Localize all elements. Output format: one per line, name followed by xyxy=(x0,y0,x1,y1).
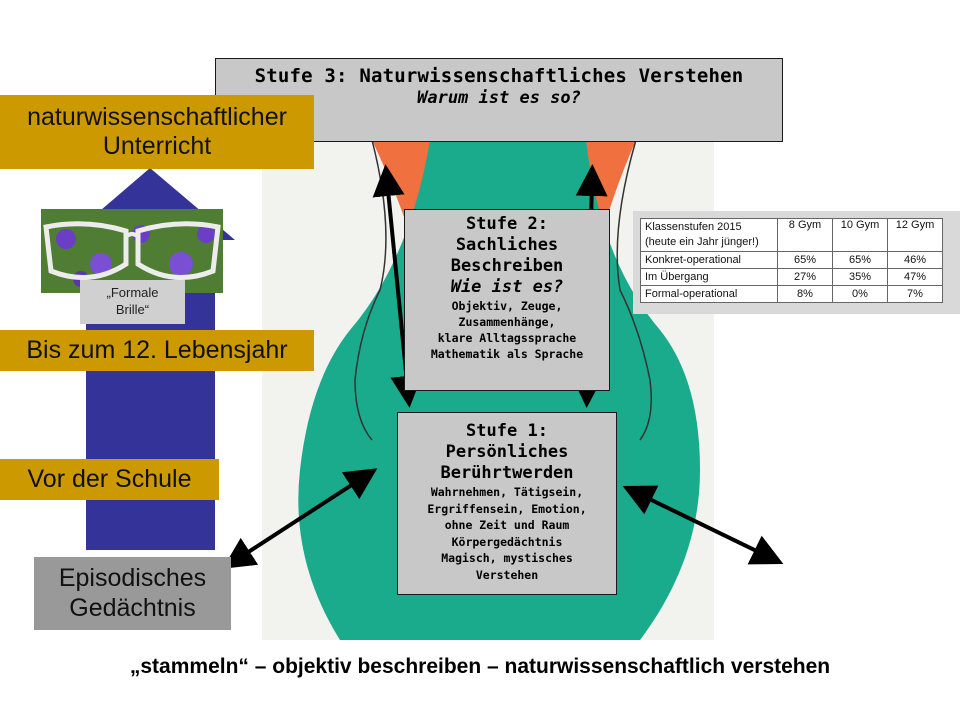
episodisch-line1: Episodisches xyxy=(58,564,207,592)
stufe1-title-line2: Persönliches xyxy=(445,442,569,462)
stufe1-detail: Verstehen xyxy=(475,567,539,582)
table-cell: 47% xyxy=(887,268,943,286)
episodisch-label: Episodisches Gedächtnis xyxy=(34,557,231,630)
unterricht-line2: Unterricht xyxy=(102,132,212,160)
table-header-cell: 10 Gym xyxy=(832,218,888,252)
arrow-episodisch-stufe1 xyxy=(222,468,378,569)
stufe2-box: Stufe 2: Sachliches Beschreiben Wie ist … xyxy=(404,209,610,391)
stufe2-detail: Zusammenhänge, xyxy=(458,315,556,329)
stufe1-title-line3: Berührtwerden xyxy=(440,463,574,483)
table-header-cell: Klassenstufen 2015(heute ein Jahr jünger… xyxy=(640,218,778,252)
table-cell: Im Übergang xyxy=(640,268,778,286)
stufe2-question: Wie ist es? xyxy=(450,277,564,297)
brille-line1: „Formale xyxy=(106,285,159,300)
stufe1-detail: Körpergedächtnis xyxy=(451,534,563,549)
brille-line2: Brille“ xyxy=(115,302,150,317)
arrow-stufe1-right xyxy=(622,485,784,565)
table-row: Formal-operational 8% 0% 7% xyxy=(640,285,943,303)
table-cell: 46% xyxy=(887,251,943,269)
table-cell: 8% xyxy=(777,285,833,303)
stufe1-box: Stufe 1: Persönliches Berührtwerden Wahr… xyxy=(397,412,617,595)
bottom-caption: „stammeln“ – objektiv beschreiben – natu… xyxy=(129,655,831,678)
table-header-cell: 12 Gym xyxy=(887,218,943,252)
flask-outline-right xyxy=(616,139,652,441)
stufe2-detail: Mathematik als Sprache xyxy=(430,347,584,361)
stufe2-title-line3: Beschreiben xyxy=(450,256,564,276)
brille-label: „Formale Brille“ xyxy=(80,280,185,324)
stufe2-title-line1: Stufe 2: xyxy=(466,214,548,234)
stufe1-detail: Magisch, mystisches xyxy=(441,551,573,565)
stufe1-detail: Ergriffensein, Emotion, xyxy=(427,501,587,516)
stufe2-detail: klare Alltagssprache xyxy=(437,331,577,345)
table-cell: 7% xyxy=(887,285,943,303)
table-cell: 27% xyxy=(777,268,833,286)
unterricht-label: naturwissenschaftlicher Unterricht xyxy=(0,95,314,169)
stufe3-title: Stufe 3: Naturwissenschaftliches Versteh… xyxy=(254,65,744,87)
table-row: Im Übergang 27% 35% 47% xyxy=(640,268,943,286)
table-header-row: Klassenstufen 2015(heute ein Jahr jünger… xyxy=(640,218,943,252)
episodisch-line2: Gedächtnis xyxy=(69,594,196,622)
stufe2-detail: Objektiv, Zeuge, xyxy=(451,299,563,313)
unterricht-line1: naturwissenschaftlicher xyxy=(27,103,287,131)
stufe1-detail: ohne Zeit und Raum xyxy=(444,518,570,532)
stufe3-question: Warum ist es so? xyxy=(417,88,581,108)
table-cell: 35% xyxy=(832,268,888,286)
stufe1-title-line1: Stufe 1: xyxy=(466,421,548,441)
stufe2-title-line2: Sachliches xyxy=(455,235,559,255)
stufe1-detail: Wahrnehmen, Tätigsein, xyxy=(430,485,584,499)
table-cell: 65% xyxy=(777,251,833,269)
table-header-cell: 8 Gym xyxy=(777,218,833,252)
table-cell: 0% xyxy=(832,285,888,303)
table-row: Konkret-operational 65% 65% 46% xyxy=(640,251,943,269)
glasses-image xyxy=(41,209,223,293)
table-cell: 65% xyxy=(832,251,888,269)
lebensjahr-label: Bis zum 12. Lebensjahr xyxy=(0,330,314,371)
klassenstufen-table: Klassenstufen 2015(heute ein Jahr jünger… xyxy=(633,211,960,314)
table-cell: Formal-operational xyxy=(640,285,778,303)
schule-label: Vor der Schule xyxy=(0,459,219,500)
table-cell: Konkret-operational xyxy=(640,251,778,269)
